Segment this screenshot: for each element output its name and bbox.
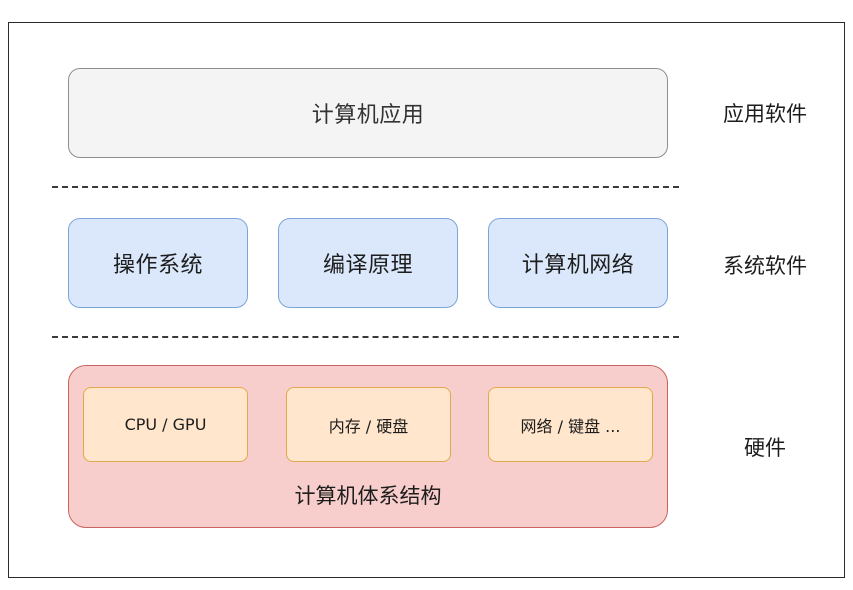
layer-divider-bottom <box>52 336 679 338</box>
system-box-compiler-label: 编译原理 <box>322 253 413 278</box>
system-box-network-label: 计算机网络 <box>521 253 635 278</box>
application-box: 计算机应用 <box>68 68 668 158</box>
hardware-box-memory-disk: 内存 / 硬盘 <box>286 387 451 462</box>
application-layer-label: 应用软件 <box>723 102 807 126</box>
application-box-label: 计算机应用 <box>311 103 425 128</box>
hardware-box-cpu-gpu: CPU / GPU <box>83 387 248 462</box>
system-layer-label: 系统软件 <box>723 254 807 278</box>
hardware-layer-label: 硬件 <box>744 436 786 460</box>
system-box-os-label: 操作系统 <box>112 253 203 278</box>
system-box-compiler: 编译原理 <box>278 218 458 308</box>
layer-divider-top <box>52 186 679 188</box>
hardware-container-title: 计算机体系结构 <box>294 484 442 508</box>
hardware-box-network-keyboard-label: 网络 / 键盘 ... <box>520 416 621 436</box>
system-box-os: 操作系统 <box>68 218 248 308</box>
hardware-box-cpu-gpu-label: CPU / GPU <box>124 415 207 434</box>
hardware-box-network-keyboard: 网络 / 键盘 ... <box>488 387 653 462</box>
system-box-network: 计算机网络 <box>488 218 668 308</box>
hardware-box-memory-disk-label: 内存 / 硬盘 <box>328 416 409 436</box>
